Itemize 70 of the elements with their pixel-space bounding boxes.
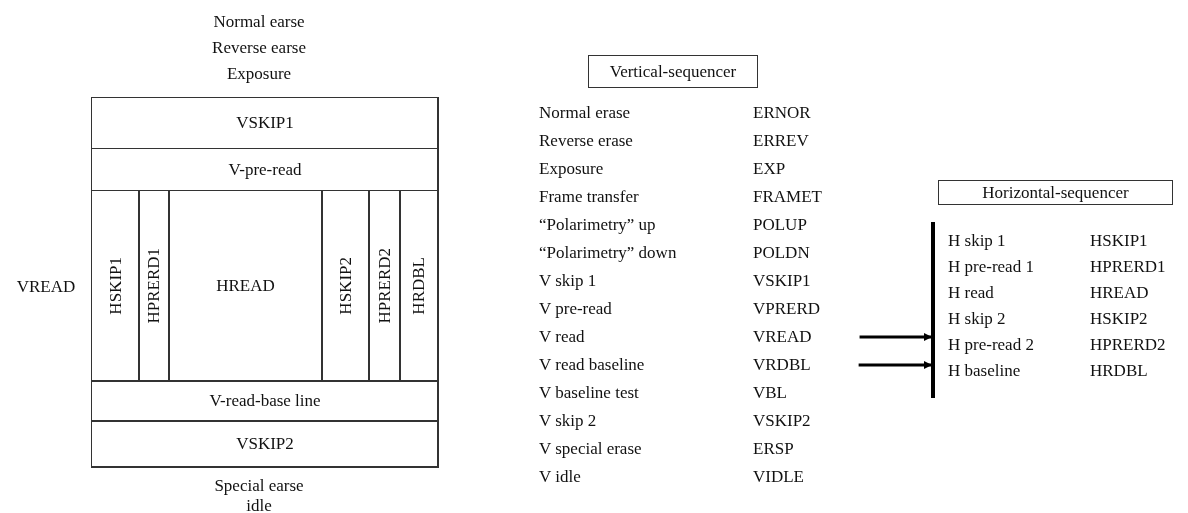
signal-code: VREAD bbox=[753, 327, 812, 347]
sequence-band bbox=[168, 190, 323, 382]
signal-code: POLUP bbox=[753, 215, 807, 235]
sequence-band bbox=[91, 380, 439, 422]
mode-caption: Reverse earse bbox=[212, 38, 306, 58]
signal-code: FRAMET bbox=[753, 187, 822, 207]
mode-name: V special erase bbox=[539, 439, 642, 459]
mode-name: V skip 2 bbox=[539, 411, 597, 431]
mode-name: V pre-read bbox=[539, 299, 612, 319]
mode-name: V baseline test bbox=[539, 383, 639, 403]
sequence-band bbox=[91, 420, 439, 468]
sequencer-bar bbox=[931, 222, 935, 398]
signal-code: ERREV bbox=[753, 131, 809, 151]
mode-name: V read baseline bbox=[539, 355, 645, 375]
sequencer-title: Horizontal-sequencer bbox=[938, 180, 1173, 205]
mode-name: H skip 2 bbox=[948, 309, 1006, 329]
sequence-band bbox=[399, 190, 439, 382]
arrow bbox=[859, 333, 932, 341]
sequence-band bbox=[321, 190, 370, 382]
mode-caption: Special earse bbox=[214, 476, 304, 496]
band-label: VSKIP2 bbox=[236, 434, 294, 454]
band-label: HPRERD2 bbox=[374, 248, 395, 324]
mode-name: “Polarimetry” down bbox=[539, 243, 677, 263]
mode-caption: Exposure bbox=[226, 64, 292, 84]
signal-code: ERNOR bbox=[753, 103, 811, 123]
mode-name: “Polarimetry” up bbox=[539, 215, 656, 235]
mode-name: Exposure bbox=[539, 159, 604, 179]
mode-name: H pre-read 1 bbox=[948, 257, 1034, 277]
signal-code: HSKIP2 bbox=[1090, 309, 1148, 329]
signal-code: HPRERD2 bbox=[1090, 335, 1166, 355]
signal-code: VRDBL bbox=[753, 355, 811, 375]
sequence-band bbox=[138, 190, 170, 382]
band-label: HSKIP1 bbox=[105, 257, 126, 315]
band-label: V-pre-read bbox=[228, 159, 302, 180]
signal-code: HRDBL bbox=[1090, 361, 1148, 381]
mode-name: Reverse erase bbox=[539, 131, 633, 151]
mode-name: H baseline bbox=[948, 361, 1021, 381]
mode-name: V idle bbox=[539, 467, 581, 487]
band-label: HSKIP2 bbox=[335, 257, 356, 315]
band-label: VSKIP1 bbox=[236, 113, 294, 133]
arrow bbox=[858, 361, 932, 369]
band-label: V-read-base line bbox=[209, 391, 321, 411]
mode-name: V skip 1 bbox=[539, 271, 597, 291]
mode-name: Frame transfer bbox=[539, 187, 639, 207]
signal-code: POLDN bbox=[753, 243, 810, 263]
sequencer-title: Vertical-sequencer bbox=[588, 55, 758, 88]
mode-name: H read bbox=[948, 283, 994, 303]
sequence-band bbox=[368, 190, 401, 382]
signal-code: VPRERD bbox=[753, 299, 821, 319]
mode-caption: idle bbox=[246, 496, 272, 513]
signal-code: HREAD bbox=[1090, 283, 1149, 303]
signal-code: VSKIP2 bbox=[753, 411, 811, 431]
signal-code: VIDLE bbox=[753, 467, 804, 487]
signal-code: EXP bbox=[753, 159, 786, 179]
signal-code: HSKIP1 bbox=[1090, 231, 1148, 251]
mode-name: V read bbox=[539, 327, 585, 347]
signal-code: VSKIP1 bbox=[753, 271, 811, 291]
sequence-band bbox=[91, 190, 140, 382]
signal-code: HPRERD1 bbox=[1090, 257, 1166, 277]
mode-caption: VREAD bbox=[16, 277, 76, 297]
band-label: HREAD bbox=[216, 276, 275, 296]
signal-code: ERSP bbox=[753, 439, 794, 459]
mode-name: H skip 1 bbox=[948, 231, 1006, 251]
band-label: HRDBL bbox=[409, 257, 429, 315]
signal-code: VBL bbox=[753, 383, 787, 403]
mode-caption: Normal earse bbox=[213, 12, 305, 32]
band-label: HPRERD1 bbox=[144, 248, 164, 324]
mode-name: Normal erase bbox=[539, 103, 631, 123]
frame-box bbox=[91, 97, 438, 467]
mode-name: H pre-read 2 bbox=[948, 335, 1034, 355]
